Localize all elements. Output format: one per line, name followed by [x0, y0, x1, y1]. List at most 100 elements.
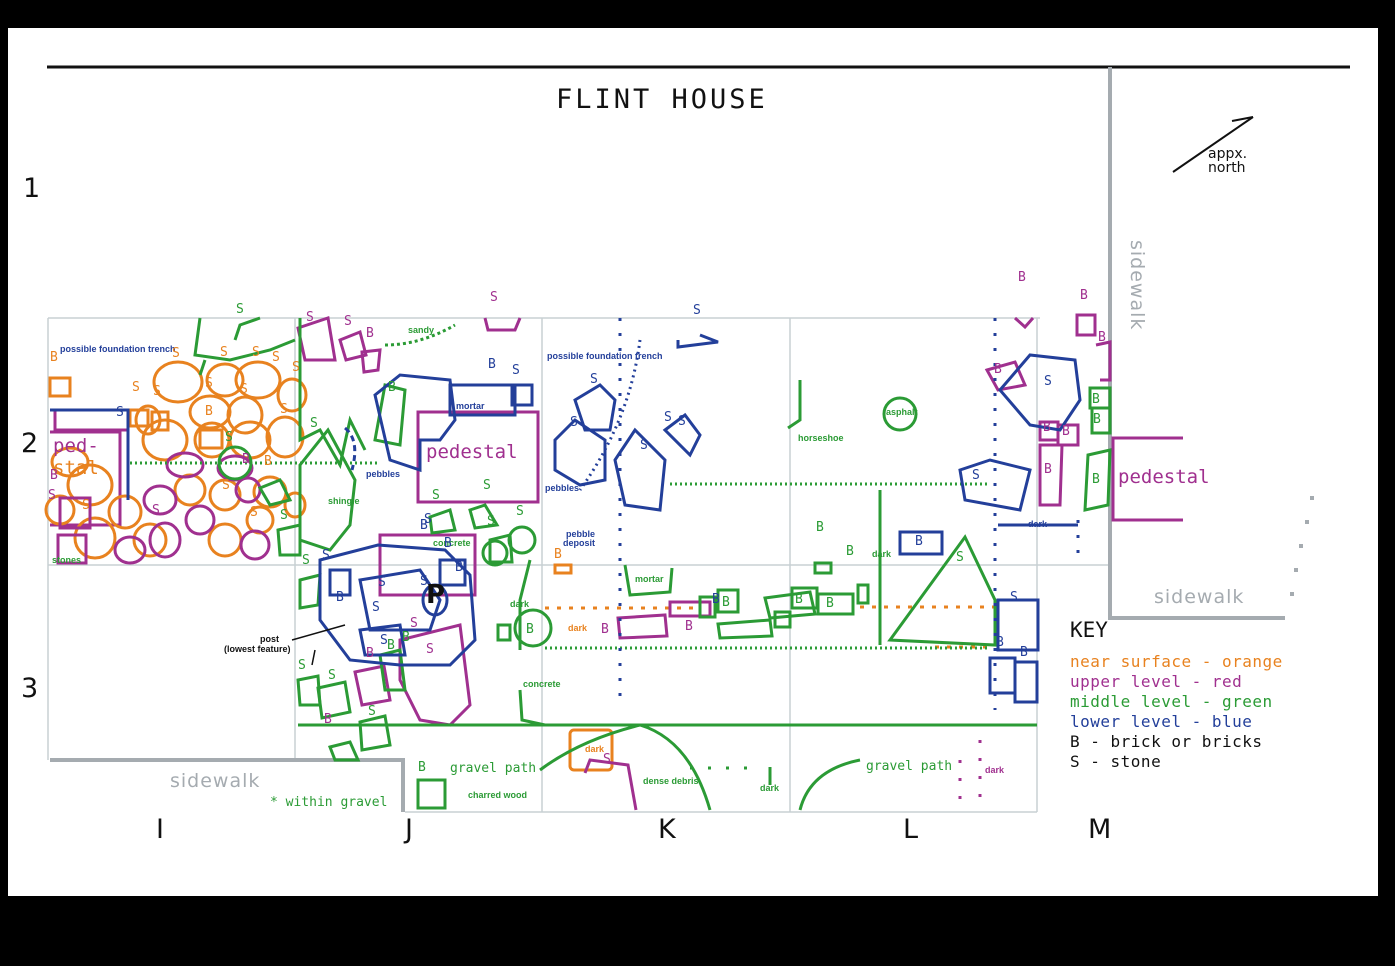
- north-label-line2: north: [1208, 160, 1246, 176]
- brick-mark: B: [444, 536, 452, 551]
- brick-mark: B: [846, 544, 854, 559]
- key-title: KEY: [1070, 618, 1108, 642]
- annotation-foundation-trench-center: possible foundation trench: [547, 351, 663, 361]
- pedestal-label-center: pedestal: [426, 441, 518, 463]
- brick-mark: B: [1092, 472, 1100, 487]
- brick-mark: B: [366, 646, 374, 661]
- stone-mark: S: [590, 372, 598, 387]
- stone-mark: S: [368, 704, 376, 719]
- stone-mark: S: [48, 488, 56, 503]
- stone-mark: S: [344, 314, 352, 329]
- stone-mark: S: [378, 575, 386, 590]
- pedestal-label-left-1: ped-: [53, 435, 99, 457]
- stone-mark: S: [516, 504, 524, 519]
- stone-mark: S: [272, 350, 280, 365]
- column-label-l: L: [903, 814, 919, 845]
- stone-mark: S: [483, 478, 491, 493]
- stone-mark: S: [1044, 374, 1052, 389]
- stone-mark: S: [487, 514, 495, 529]
- stone-mark: S: [380, 633, 388, 648]
- brick-mark: B: [402, 630, 410, 645]
- stone-mark: S: [153, 384, 161, 399]
- brick-mark: B: [1093, 412, 1101, 427]
- annotation-dark-4: dark: [568, 623, 588, 633]
- excavation-grid: [47, 317, 1110, 813]
- sidewalk-label-right-vertical: sidewalk: [1126, 240, 1148, 331]
- brick-mark: B: [264, 454, 272, 469]
- key-item-lower-level: lower level - blue: [1070, 712, 1253, 731]
- brick-mark: B: [205, 404, 213, 419]
- brick-mark: B: [826, 596, 834, 611]
- annotation-post-1: post: [260, 634, 279, 644]
- annotation-stones: stones: [52, 555, 82, 565]
- row-label-2: 2: [21, 428, 39, 459]
- pedestal-left: [50, 430, 122, 527]
- key-item-brick: B - brick or bricks: [1070, 732, 1263, 751]
- brick-mark: B: [418, 760, 426, 775]
- annotation-foundation-trench-left: possible foundation trench: [60, 344, 176, 354]
- stone-mark: S: [420, 574, 428, 589]
- annotation-dark-2: dark: [872, 549, 892, 559]
- stone-mark: S: [132, 380, 140, 395]
- brick-mark: B: [50, 350, 58, 365]
- stone-mark: S: [280, 402, 288, 417]
- stone-mark: S: [432, 488, 440, 503]
- stone-mark: S: [222, 478, 230, 493]
- post-marker: [291, 624, 346, 666]
- row-label-1: 1: [23, 173, 41, 204]
- stone-mark: S: [603, 752, 611, 767]
- stone-mark: S: [292, 360, 300, 375]
- sidewalk-label-left: sidewalk: [170, 770, 261, 792]
- annotation-concrete-1: concrete: [433, 538, 471, 548]
- column-label-m: M: [1088, 814, 1112, 845]
- annotation-gravel-path-1: gravel path: [450, 761, 537, 776]
- key-item-near-surface: near surface - orange: [1070, 652, 1283, 671]
- annotation-pebbles-1: pebbles: [366, 469, 401, 479]
- pedestal-right: [1111, 436, 1183, 522]
- page-title: FLINT HOUSE: [556, 84, 768, 115]
- post-letter: P: [426, 580, 446, 610]
- brick-mark: B: [1062, 424, 1070, 439]
- brick-mark: B: [1018, 270, 1026, 285]
- brick-mark: B: [1044, 462, 1052, 477]
- brick-mark: B: [996, 635, 1004, 650]
- annotation-concrete-2: concrete: [523, 679, 561, 689]
- stone-mark: S: [302, 553, 310, 568]
- brick-mark: B: [722, 595, 730, 610]
- brick-mark: B: [387, 638, 395, 653]
- stone-mark: S: [372, 600, 380, 615]
- stone-mark: S: [640, 438, 648, 453]
- key-item-stone: S - stone: [1070, 752, 1162, 771]
- annotation-dark-6: dark: [1028, 519, 1048, 529]
- stone-mark: S: [298, 658, 306, 673]
- annotation-mortar-1: mortar: [456, 401, 485, 411]
- stone-mark: S: [424, 512, 432, 527]
- stone-mark: S: [426, 642, 434, 657]
- annotation-dark-7: dark: [985, 765, 1005, 775]
- annotation-sandy: sandy: [408, 325, 435, 335]
- north-arrow: [1172, 116, 1254, 173]
- brick-mark: B: [388, 380, 396, 395]
- stone-mark: S: [172, 346, 180, 361]
- stone-mark: S: [490, 290, 498, 305]
- brick-mark: B: [420, 518, 428, 533]
- brick-mark: B: [554, 547, 562, 562]
- annotation-pebble-deposit-1: pebble: [566, 529, 596, 539]
- brick-mark: B: [994, 362, 1002, 377]
- annotation-pebble-deposit-2: deposit: [563, 538, 596, 548]
- brick-mark: B: [795, 592, 803, 607]
- key-item-upper-level: upper level - red: [1070, 672, 1243, 691]
- excavation-map: [44, 65, 1350, 813]
- annotation-charred-wood: charred wood: [468, 790, 528, 800]
- stone-mark: S: [678, 414, 686, 429]
- brick-mark: B: [366, 326, 374, 341]
- brick-mark: B: [526, 622, 534, 637]
- map-sheet: FLINT HOUSE 1 2 3 I J K L M appx. north …: [8, 28, 1378, 896]
- stone-mark: S: [280, 508, 288, 523]
- stone-mark: S: [250, 505, 258, 520]
- blue-features: [50, 318, 1082, 710]
- stone-mark: S: [225, 430, 233, 445]
- annotation-dark-5: dark: [585, 744, 605, 754]
- brick-mark: B: [1098, 330, 1106, 345]
- brick-mark: B: [712, 592, 720, 607]
